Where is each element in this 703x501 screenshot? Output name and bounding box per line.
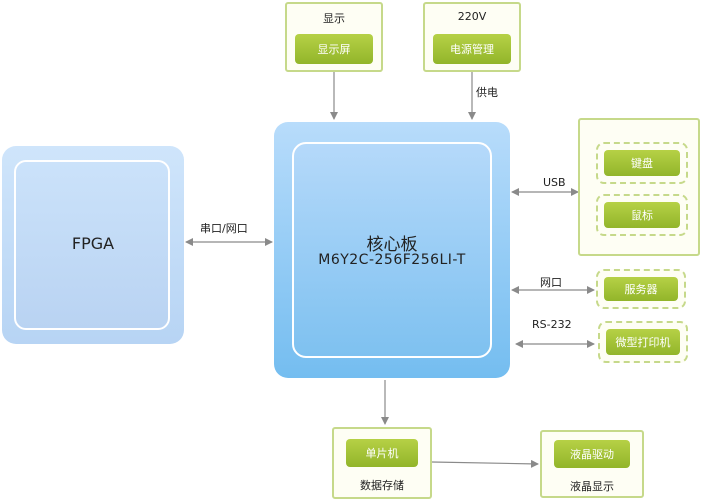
power-group-label: 220V: [457, 10, 487, 23]
keyboard-button[interactable]: 键盘: [604, 150, 680, 176]
lcd-driver-button[interactable]: 液晶驱动: [554, 440, 630, 468]
usb-label: USB: [543, 176, 566, 189]
display-screen-button[interactable]: 显示屏: [295, 34, 373, 64]
keyboard-slot: 键盘: [596, 142, 688, 184]
power-management-button[interactable]: 电源管理: [433, 34, 511, 64]
fpga-inner: [14, 160, 170, 330]
printer-slot: 微型打印机: [598, 321, 688, 363]
rs232-label: RS-232: [532, 318, 572, 331]
fpga-label: FPGA: [71, 234, 115, 253]
usb-group: 键盘 鼠标: [578, 118, 700, 256]
core-board-model: M6Y2C-256F256LI-T: [318, 252, 466, 268]
lcd-label: 液晶显示: [570, 480, 614, 493]
server-button[interactable]: 服务器: [604, 277, 678, 301]
fpga-block: FPGA: [2, 146, 184, 344]
power-supply-label: 供电: [476, 86, 498, 99]
core-board-inner: [292, 142, 492, 358]
lcd-group: 液晶驱动 液晶显示: [540, 430, 644, 498]
power-group: 220V 电源管理: [423, 2, 521, 72]
core-board-title: 核心板: [366, 235, 418, 255]
serial-network-label: 串口/网口: [200, 222, 248, 235]
arrow-storage-to-lcd: [431, 459, 539, 468]
display-group-label: 显示: [323, 12, 345, 25]
mouse-button[interactable]: 鼠标: [604, 202, 680, 228]
core-board-block: 核心板 M6Y2C-256F256LI-T: [274, 122, 510, 378]
mouse-slot: 鼠标: [596, 194, 688, 236]
storage-group: 单片机 数据存储: [332, 427, 432, 499]
display-group: 显示 显示屏: [285, 2, 383, 72]
micro-printer-button[interactable]: 微型打印机: [606, 329, 680, 355]
mcu-button[interactable]: 单片机: [346, 439, 418, 467]
server-slot: 服务器: [596, 269, 686, 309]
storage-label: 数据存储: [360, 479, 404, 492]
network-port-label: 网口: [540, 276, 562, 289]
